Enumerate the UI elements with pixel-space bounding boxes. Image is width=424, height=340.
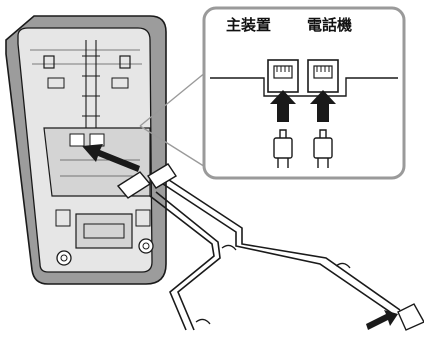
arrow-up-icon	[270, 90, 296, 122]
modular-plug-heads	[116, 163, 424, 331]
modular-cords	[149, 177, 401, 331]
plug-icon	[313, 137, 333, 159]
mount-slot-top-left	[43, 55, 55, 69]
arrow-right-icon	[366, 310, 398, 330]
telephone-base	[5, 15, 167, 285]
rubber-foot-right	[138, 238, 154, 254]
rubber-foot-left	[56, 250, 72, 266]
insert-arrow-icon	[82, 144, 140, 172]
mount-slot-top-right	[119, 55, 131, 69]
jack-detail-callout	[139, 6, 406, 180]
base-jack-main-unit	[69, 133, 85, 147]
plug-icon	[273, 137, 293, 159]
arrow-up-icon	[310, 90, 336, 122]
telephone-jack	[307, 59, 339, 93]
main-unit-jack	[267, 59, 299, 93]
